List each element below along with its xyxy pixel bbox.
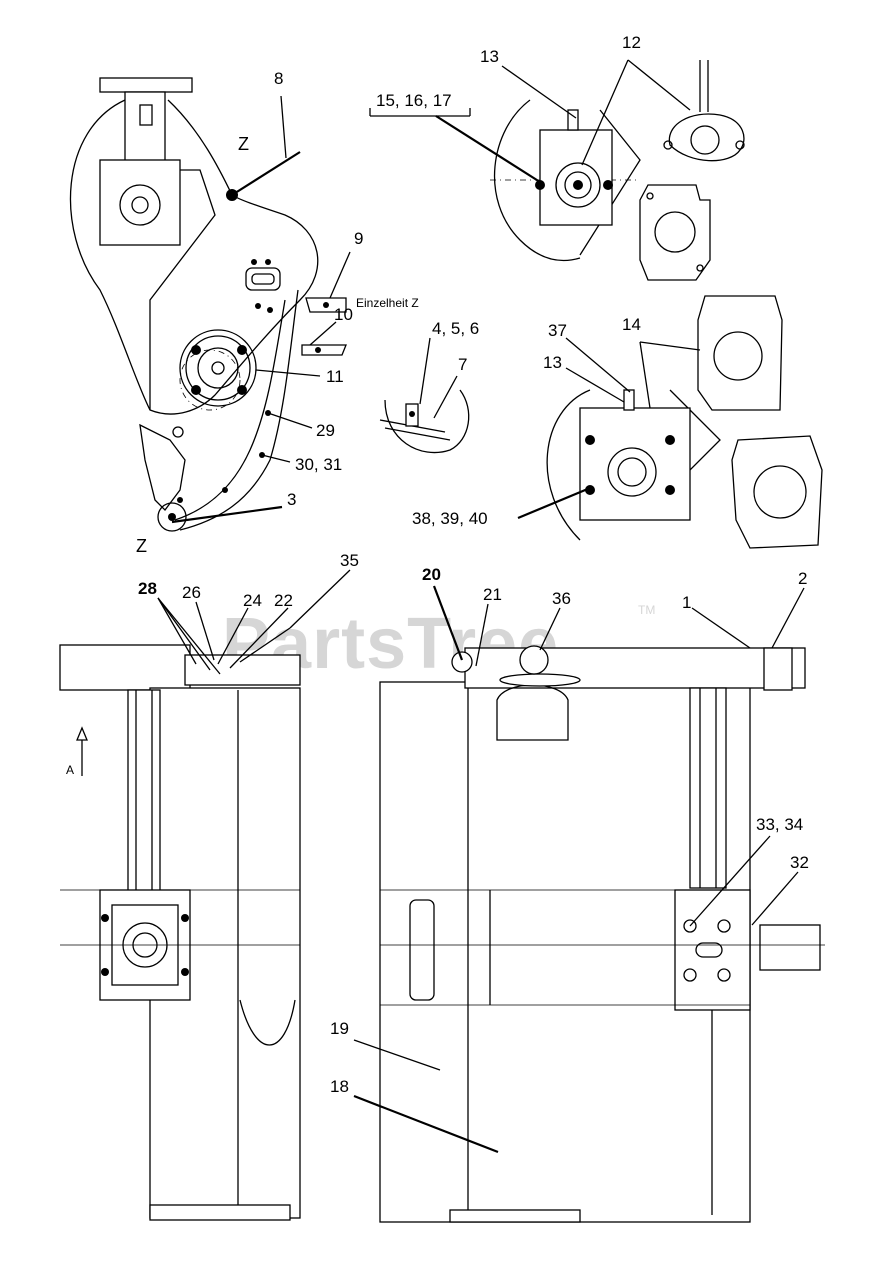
callout-29: 29 [316, 421, 335, 440]
lower-gearbox-view [546, 295, 823, 549]
callout-26: 26 [182, 583, 201, 602]
callout-37: 37 [548, 321, 567, 340]
view-letter-z-top: Z [238, 134, 249, 154]
callout-13-middle: 13 [543, 353, 562, 372]
leaders-bottom-left [157, 569, 351, 675]
callout-32: 32 [790, 853, 809, 872]
callout-10: 10 [334, 305, 353, 324]
callout-11: 11 [326, 367, 344, 386]
callout-33-34: 33, 34 [756, 815, 803, 834]
detail-z-label: Einzelheit Z [356, 296, 419, 310]
leaders-top-left [171, 95, 351, 524]
callout-24: 24 [243, 591, 262, 610]
front-view-right [379, 645, 825, 1223]
side-housing-view [69, 77, 347, 532]
callout-1: 1 [682, 593, 691, 612]
callout-13-top: 13 [480, 47, 499, 66]
leaders-middle-right [517, 337, 701, 520]
callout-8: 8 [274, 69, 283, 88]
callout-21: 21 [483, 585, 502, 604]
callout-28: 28 [138, 579, 157, 598]
callout-36: 36 [552, 589, 571, 608]
callout-20: 20 [422, 565, 441, 584]
callout-2: 2 [798, 569, 807, 588]
callout-4-5-6: 4, 5, 6 [432, 319, 479, 338]
callout-3: 3 [287, 490, 296, 509]
callout-22: 22 [274, 591, 293, 610]
callout-15-16-17: 15, 16, 17 [376, 91, 452, 110]
view-letter-a: A [66, 763, 74, 777]
callout-12: 12 [622, 33, 641, 52]
leaders-bottom-right [353, 585, 805, 1154]
front-view-left [59, 644, 301, 1221]
callout-7: 7 [458, 355, 467, 374]
view-letter-z-bottom: Z [136, 536, 147, 556]
watermark-trademark: TM [638, 603, 655, 617]
callout-9: 9 [354, 229, 363, 248]
callout-14: 14 [622, 315, 641, 334]
detail-z: Einzelheit Z [356, 296, 470, 454]
callout-30-31: 30, 31 [295, 455, 342, 474]
callout-35: 35 [340, 551, 359, 570]
upper-gearbox-view [490, 60, 745, 281]
callout-38-39-40: 38, 39, 40 [412, 509, 488, 528]
leaders-top-right [369, 59, 691, 183]
callout-18: 18 [330, 1077, 349, 1096]
callout-19: 19 [330, 1019, 349, 1038]
